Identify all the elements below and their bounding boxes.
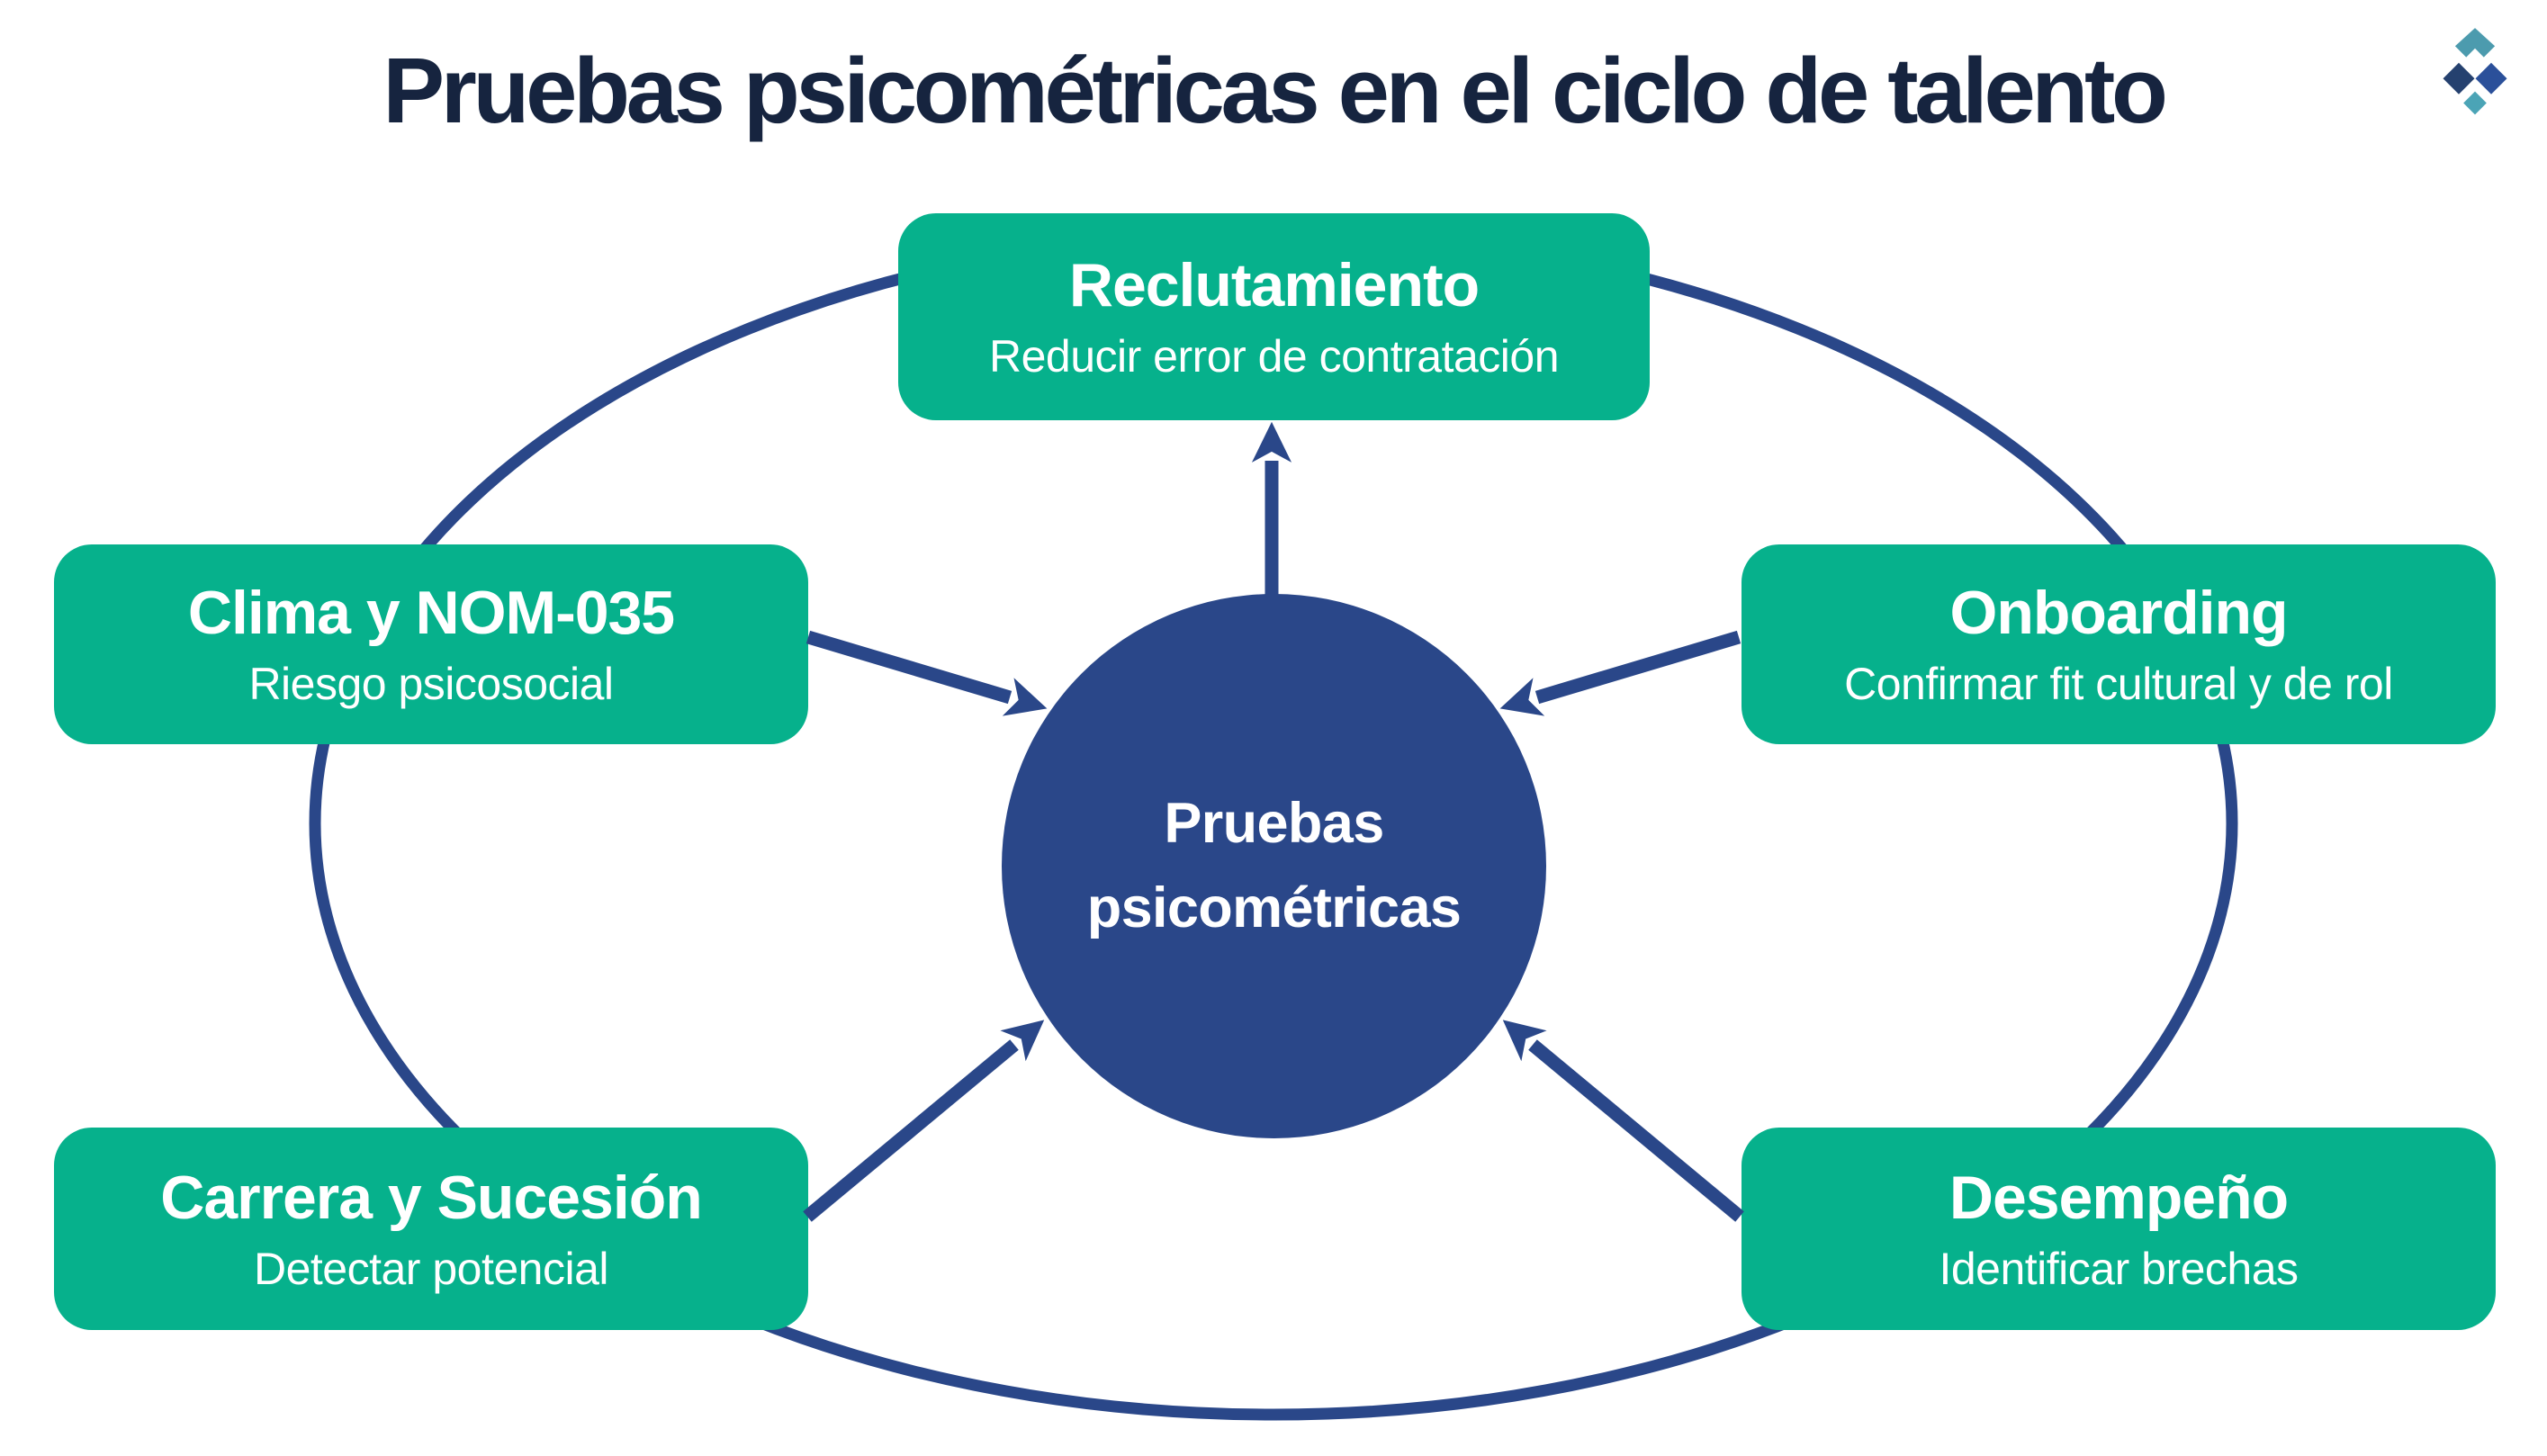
arrow-onboarding-to-center xyxy=(1499,630,1742,716)
node-onboarding: Onboarding Confirmar fit cultural y de r… xyxy=(1742,544,2496,744)
center-label-line2: psicométricas xyxy=(1086,876,1462,939)
node-onboarding-title: Onboarding xyxy=(1949,579,2288,647)
node-carrera-subtitle: Detectar potencial xyxy=(253,1243,609,1294)
node-carrera-sucesion: Carrera y Sucesión Detectar potencial xyxy=(54,1128,808,1330)
logo-left-diamond-icon xyxy=(2443,62,2475,94)
brand-logo xyxy=(2443,28,2507,115)
node-clima-title: Clima y NOM-035 xyxy=(187,579,675,647)
page-title: Pruebas psicométricas en el ciclo de tal… xyxy=(382,39,2168,142)
node-carrera-title: Carrera y Sucesión xyxy=(160,1163,703,1232)
node-desempeno-title: Desempeño xyxy=(1948,1163,2289,1232)
node-clima-nom035: Clima y NOM-035 Riesgo psicosocial xyxy=(54,544,808,744)
arrow-desempeno-to-center xyxy=(1502,1020,1744,1222)
node-clima-subtitle: Riesgo psicosocial xyxy=(248,659,614,709)
logo-right-diamond-icon xyxy=(2475,62,2507,94)
node-reclutamiento-title: Reclutamiento xyxy=(1068,251,1480,319)
node-reclutamiento-subtitle: Reducir error de contratación xyxy=(988,331,1560,382)
node-desempeno-subtitle: Identificar brechas xyxy=(1939,1243,2299,1294)
center-circle: Pruebas psicométricas xyxy=(1002,594,1546,1138)
logo-bottom-diamond-icon xyxy=(2463,91,2487,115)
node-reclutamiento: Reclutamiento Reducir error de contratac… xyxy=(898,213,1650,420)
node-onboarding-subtitle: Confirmar fit cultural y de rol xyxy=(1844,659,2393,709)
arrow-carrera-to-center xyxy=(803,1020,1045,1222)
center-label-line1: Pruebas xyxy=(1164,792,1384,856)
logo-chevron-icon xyxy=(2454,28,2496,58)
node-desempeno: Desempeño Identificar brechas xyxy=(1742,1128,2496,1330)
center-label: Pruebas psicométricas xyxy=(1087,782,1462,949)
arrow-clima-to-center xyxy=(806,630,1048,716)
